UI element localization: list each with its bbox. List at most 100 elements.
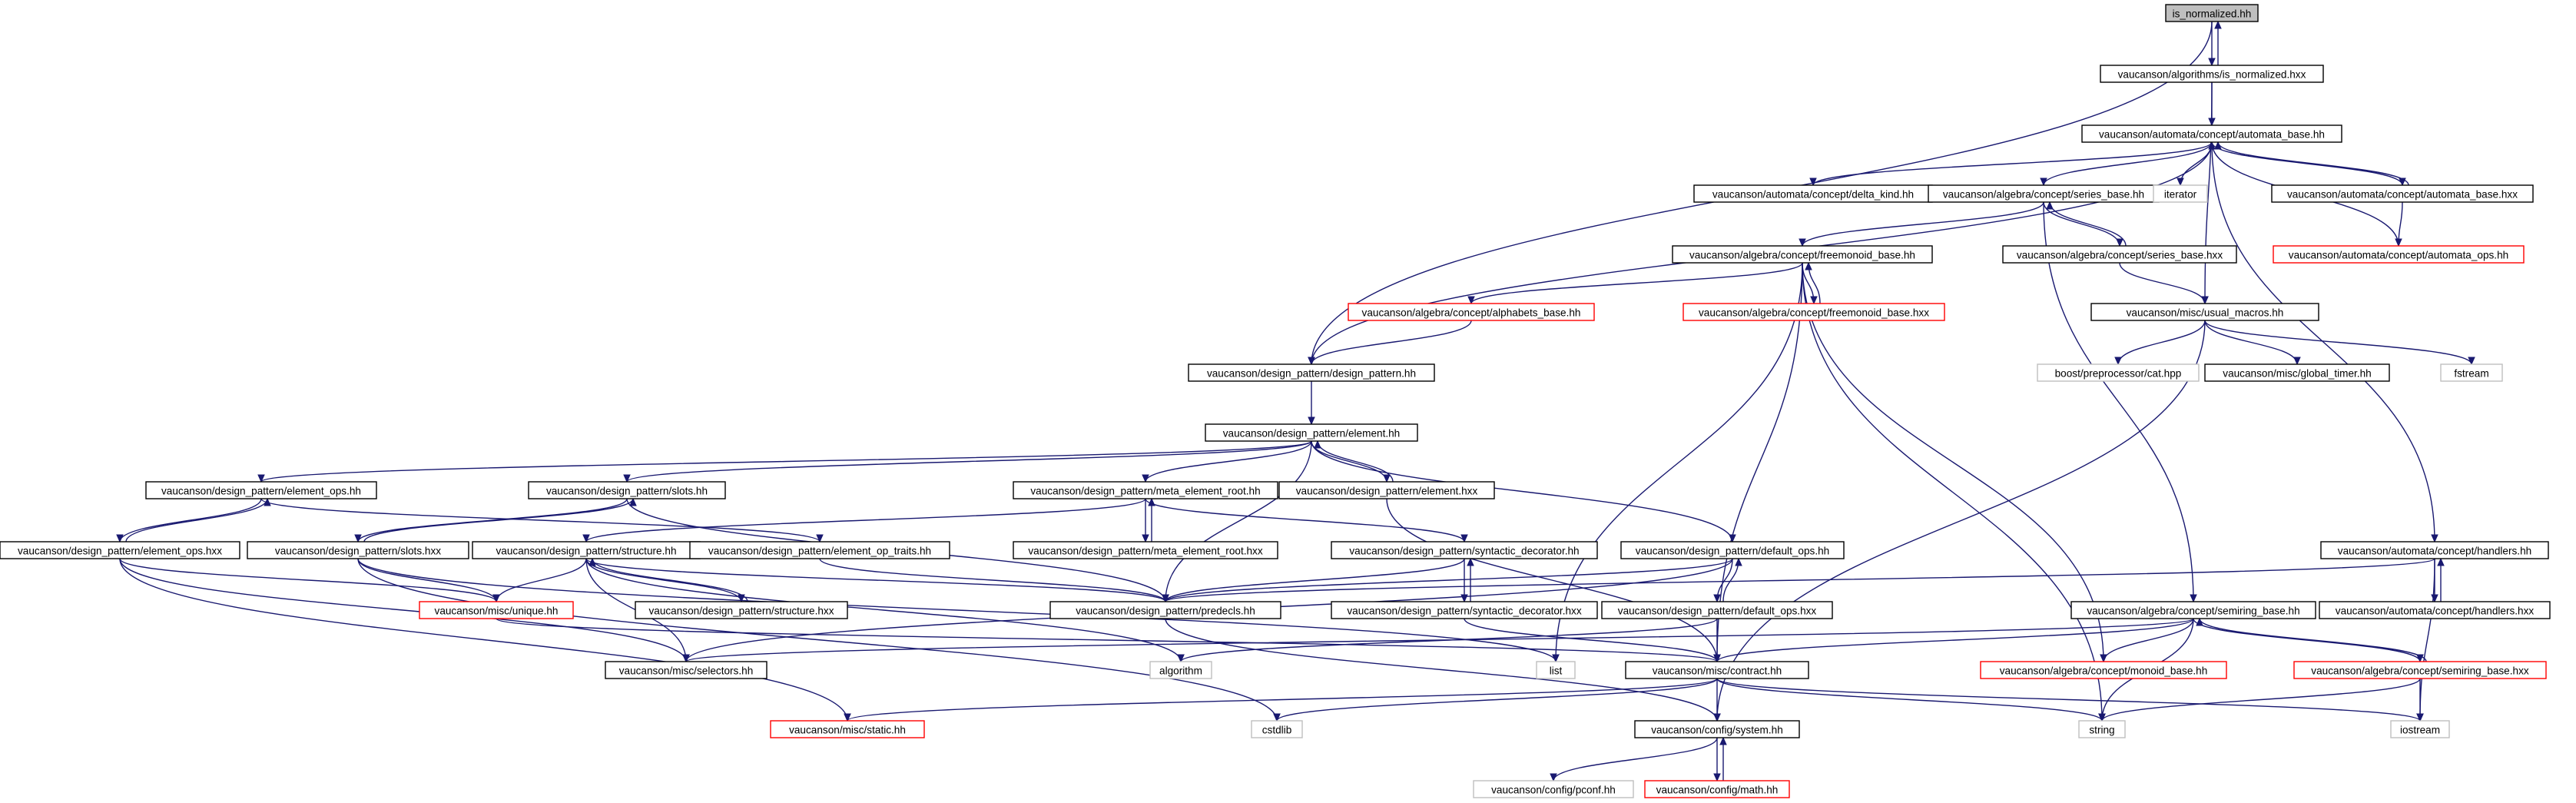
node-vaucanson-config-pconf-hh[interactable]: vaucanson/config/pconf.hh bbox=[1473, 780, 1634, 798]
node-fstream[interactable]: fstream bbox=[2440, 363, 2503, 382]
node-vaucanson-design-pattern-meta-element-root-hxx[interactable]: vaucanson/design_pattern/meta_element_ro… bbox=[1013, 541, 1278, 559]
node-vaucanson-algebra-concept-freemonoid-base-hh[interactable]: vaucanson/algebra/concept/freemonoid_bas… bbox=[1672, 245, 1933, 264]
node-vaucanson-design-pattern-meta-element-root-hh[interactable]: vaucanson/design_pattern/meta_element_ro… bbox=[1013, 481, 1278, 499]
node-vaucanson-design-pattern-structure-hxx[interactable]: vaucanson/design_pattern/structure.hxx bbox=[635, 601, 848, 619]
edge-synt_dec-to-predecls bbox=[1165, 558, 1465, 602]
edge-slots_hxx-to-list bbox=[357, 558, 1557, 662]
node-label: string bbox=[2089, 725, 2114, 736]
node-vaucanson-algebra-concept-semiring-base-hh[interactable]: vaucanson/algebra/concept/semiring_base.… bbox=[2070, 601, 2316, 619]
edge-element_hxx-to-element bbox=[1317, 440, 1394, 483]
arrowhead-series_base-to-series_base_hxx bbox=[2116, 238, 2123, 247]
node-vaucanson-design-pattern-slots-hxx[interactable]: vaucanson/design_pattern/slots.hxx bbox=[247, 541, 469, 559]
node-vaucanson-algebra-concept-alphabets-base-hh[interactable]: vaucanson/algebra/concept/alphabets_base… bbox=[1348, 303, 1595, 321]
arrowhead-element-to-default_ops bbox=[1729, 534, 1736, 543]
arrowhead-meta_root-to-synt_dec bbox=[1460, 534, 1468, 543]
node-box bbox=[0, 541, 240, 559]
node-box bbox=[1278, 481, 1495, 499]
node-label: vaucanson/misc/unique.hh bbox=[435, 606, 559, 617]
node-label: iostream bbox=[2400, 725, 2440, 736]
node-vaucanson-algebra-concept-semiring-base-hxx[interactable]: vaucanson/algebra/concept/semiring_base.… bbox=[2293, 661, 2547, 679]
node-vaucanson-design-pattern-design-pattern-hh[interactable]: vaucanson/design_pattern/design_pattern.… bbox=[1188, 363, 1435, 382]
node-vaucanson-misc-static-hh[interactable]: vaucanson/misc/static.hh bbox=[770, 720, 925, 738]
node-vaucanson-design-pattern-default-ops-hxx[interactable]: vaucanson/design_pattern/default_ops.hxx bbox=[1601, 601, 1833, 619]
node-iterator[interactable]: iterator bbox=[2153, 184, 2208, 203]
arrowhead-freemon_base-to-freemon_hxx bbox=[1810, 296, 1818, 305]
node-label: vaucanson/design_pattern/slots.hh bbox=[546, 486, 708, 497]
node-cstdlib[interactable]: cstdlib bbox=[1251, 720, 1303, 738]
node-vaucanson-design-pattern-element-ops-hxx[interactable]: vaucanson/design_pattern/element_ops.hxx bbox=[0, 541, 240, 559]
node-label: vaucanson/design_pattern/meta_element_ro… bbox=[1030, 486, 1260, 497]
node-vaucanson-misc-selectors-hh[interactable]: vaucanson/misc/selectors.hh bbox=[605, 661, 767, 679]
edge-semiring_base-to-selectors bbox=[685, 618, 2194, 662]
node-label: vaucanson/config/math.hh bbox=[1656, 785, 1779, 796]
node-label: vaucanson/misc/global_timer.hh bbox=[2223, 368, 2371, 380]
node-vaucanson-design-pattern-element-hh[interactable]: vaucanson/design_pattern/element.hh bbox=[1205, 423, 1418, 442]
edge-semiring_hxx-to-semiring_base bbox=[2199, 618, 2427, 662]
edge-semiring_base-to-contract bbox=[1716, 618, 2194, 662]
arrowhead-element_ops-to-element_ops_hxx bbox=[116, 534, 124, 543]
node-vaucanson-misc-unique-hh[interactable]: vaucanson/misc/unique.hh bbox=[419, 601, 574, 619]
node-vaucanson-automata-concept-delta-kind-hh[interactable]: vaucanson/automata/concept/delta_kind.hh bbox=[1693, 184, 1933, 203]
node-vaucanson-design-pattern-element-op-traits-hh[interactable]: vaucanson/design_pattern/element_op_trai… bbox=[689, 541, 950, 559]
node-vaucanson-algebra-concept-series-base-hxx[interactable]: vaucanson/algebra/concept/series_base.hx… bbox=[2002, 245, 2237, 264]
node-is-normalized-hh[interactable]: is_normalized.hh bbox=[2165, 4, 2259, 22]
arrowhead-contract-to-string bbox=[2098, 713, 2106, 722]
edge-auto_base_hxx-to-auto_base bbox=[2217, 141, 2409, 186]
node-box bbox=[2293, 661, 2547, 679]
edge-op_traits-to-predecls bbox=[819, 558, 1166, 602]
node-vaucanson-design-pattern-default-ops-hh[interactable]: vaucanson/design_pattern/default_ops.hh bbox=[1620, 541, 1845, 559]
node-iostream[interactable]: iostream bbox=[2390, 720, 2450, 738]
node-label: vaucanson/algebra/concept/freemonoid_bas… bbox=[1699, 307, 1929, 319]
node-vaucanson-algebra-concept-freemonoid-base-hxx[interactable]: vaucanson/algebra/concept/freemonoid_bas… bbox=[1683, 303, 1945, 321]
arrowhead-usual_macros-to-global_timer bbox=[2293, 357, 2301, 366]
node-vaucanson-design-pattern-predecls-hh[interactable]: vaucanson/design_pattern/predecls.hh bbox=[1049, 601, 1281, 619]
node-label: vaucanson/design_pattern/predecls.hh bbox=[1076, 606, 1255, 617]
node-label: vaucanson/misc/static.hh bbox=[789, 725, 906, 736]
node-label: vaucanson/design_pattern/default_ops.hxx bbox=[1618, 606, 1817, 617]
node-string[interactable]: string bbox=[2078, 720, 2126, 738]
node-vaucanson-misc-global-timer-hh[interactable]: vaucanson/misc/global_timer.hh bbox=[2204, 363, 2390, 382]
node-vaucanson-misc-contract-hh[interactable]: vaucanson/misc/contract.hh bbox=[1625, 661, 1809, 679]
node-boost-preprocessor-cat-hpp[interactable]: boost/preprocessor/cat.hpp bbox=[2037, 363, 2200, 382]
node-algorithm[interactable]: algorithm bbox=[1149, 661, 1212, 679]
node-vaucanson-algebra-concept-series-base-hh[interactable]: vaucanson/algebra/concept/series_base.hh bbox=[1928, 184, 2160, 203]
node-box bbox=[2390, 720, 2450, 738]
node-vaucanson-automata-concept-automata-ops-hh[interactable]: vaucanson/automata/concept/automata_ops.… bbox=[2273, 245, 2525, 264]
edge-slots_hxx-to-slots bbox=[363, 498, 634, 543]
node-vaucanson-automata-concept-handlers-hxx[interactable]: vaucanson/automata/concept/handlers.hxx bbox=[2319, 601, 2551, 619]
arrowhead-auto_ops-to-auto_base bbox=[2208, 141, 2216, 150]
node-vaucanson-design-pattern-structure-hh[interactable]: vaucanson/design_pattern/structure.hh bbox=[472, 541, 701, 559]
arrowhead-meta_root-to-meta_root_hxx bbox=[1142, 534, 1149, 543]
node-vaucanson-algebra-concept-monoid-base-hh[interactable]: vaucanson/algebra/concept/monoid_base.hh bbox=[1980, 661, 2227, 679]
edge-element-to-element_ops bbox=[260, 440, 1312, 483]
node-label: vaucanson/config/system.hh bbox=[1651, 725, 1783, 736]
node-vaucanson-design-pattern-syntactic-decorator-hh[interactable]: vaucanson/design_pattern/syntactic_decor… bbox=[1331, 541, 1598, 559]
edge-auto_base-to-series_base bbox=[2043, 141, 2213, 186]
node-vaucanson-algorithms-is-normalized-hxx[interactable]: vaucanson/algorithms/is_normalized.hxx bbox=[2100, 65, 2324, 83]
node-vaucanson-design-pattern-syntactic-decorator-hxx[interactable]: vaucanson/design_pattern/syntactic_decor… bbox=[1331, 601, 1598, 619]
node-vaucanson-automata-concept-handlers-hh[interactable]: vaucanson/automata/concept/handlers.hh bbox=[2320, 541, 2549, 559]
edge-meta_root-to-structure bbox=[585, 498, 1146, 543]
node-vaucanson-config-math-hh[interactable]: vaucanson/config/math.hh bbox=[1644, 780, 1790, 798]
node-vaucanson-design-pattern-element-ops-hh[interactable]: vaucanson/design_pattern/element_ops.hh bbox=[145, 481, 377, 499]
edge-slots_hxx-to-cstdlib bbox=[357, 558, 1278, 722]
node-vaucanson-automata-concept-automata-base-hxx[interactable]: vaucanson/automata/concept/automata_base… bbox=[2271, 184, 2534, 203]
edge-structure-to-unique bbox=[496, 558, 587, 602]
edge-synt_dec_hxx-to-contract bbox=[1464, 618, 1718, 662]
edge-structure-to-predecls bbox=[585, 558, 1166, 602]
node-vaucanson-design-pattern-slots-hh[interactable]: vaucanson/design_pattern/slots.hh bbox=[528, 481, 726, 499]
edge-semiring_hxx-to-string bbox=[2101, 678, 2421, 722]
arrowhead-alphabets-to-design_pattern bbox=[1308, 357, 1315, 366]
node-vaucanson-misc-usual-macros-hh[interactable]: vaucanson/misc/usual_macros.hh bbox=[2090, 303, 2319, 321]
node-list[interactable]: list bbox=[1536, 661, 1576, 679]
node-vaucanson-design-pattern-element-hxx[interactable]: vaucanson/design_pattern/element.hxx bbox=[1278, 481, 1495, 499]
edge-contract-to-static bbox=[847, 678, 1718, 722]
edge-structure_hxx-to-structure bbox=[592, 558, 748, 602]
arrowhead-element-to-element_ops bbox=[257, 474, 265, 483]
node-vaucanson-automata-concept-automata-base-hh[interactable]: vaucanson/automata/concept/automata_base… bbox=[2081, 124, 2342, 143]
edge-series_base-to-series_base_hxx bbox=[2043, 201, 2120, 247]
node-vaucanson-config-system-hh[interactable]: vaucanson/config/system.hh bbox=[1634, 720, 1800, 738]
edge-element_hxx-to-contract bbox=[1386, 498, 1718, 662]
arrowhead-slots-to-slots_hxx bbox=[354, 534, 362, 543]
node-box bbox=[1348, 303, 1595, 321]
